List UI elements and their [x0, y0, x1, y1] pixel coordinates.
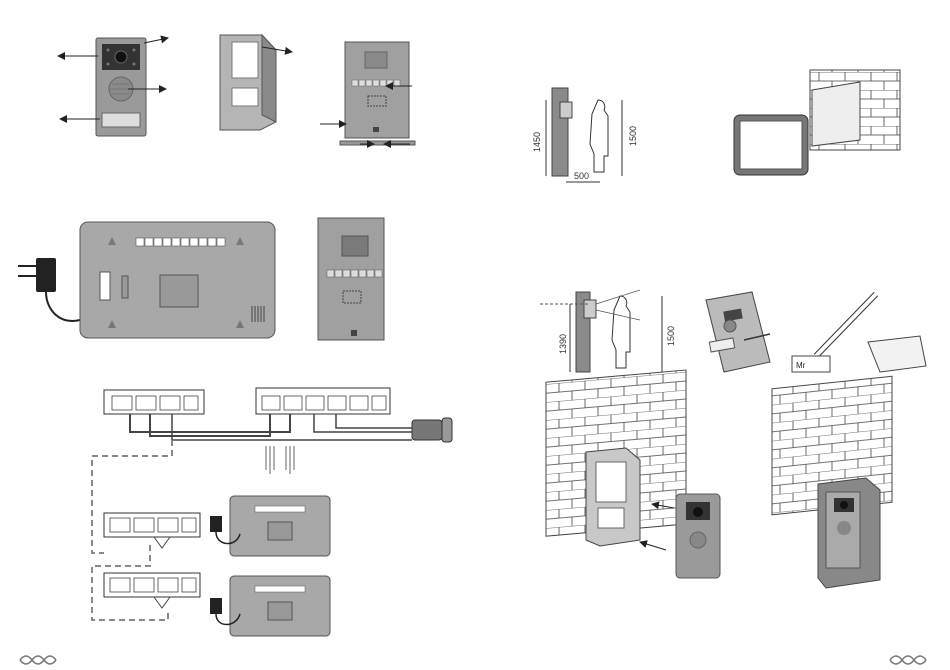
rain-cover [220, 35, 292, 130]
monitor-back [80, 222, 275, 338]
wiring-diagram [92, 388, 452, 636]
outdoor-unit-nameplate [706, 292, 770, 372]
footer-right [890, 656, 926, 664]
height-label-1: 1450 [532, 132, 542, 152]
pen-and-card: Mr [792, 294, 926, 372]
nameplate-text: Mr [796, 361, 806, 370]
monitor-wall-mount [734, 70, 900, 175]
height-label-2: 1500 [628, 126, 638, 146]
outdoor-unit-front [58, 38, 168, 136]
height-label-3: 1390 [558, 334, 568, 354]
outdoor-unit-back [320, 42, 415, 145]
rain-cover-wall [546, 370, 720, 578]
logo-ornament-icon [20, 656, 56, 660]
outdoor-unit-back-2 [318, 218, 384, 340]
logo-ornament-icon [890, 656, 926, 660]
mounted-unit [772, 376, 892, 588]
footer-left [20, 656, 56, 664]
height-label-4: 1500 [666, 326, 676, 346]
distance-label: 500 [574, 171, 589, 181]
mount-height-figure-top: 1450 1500 500 [532, 88, 638, 182]
